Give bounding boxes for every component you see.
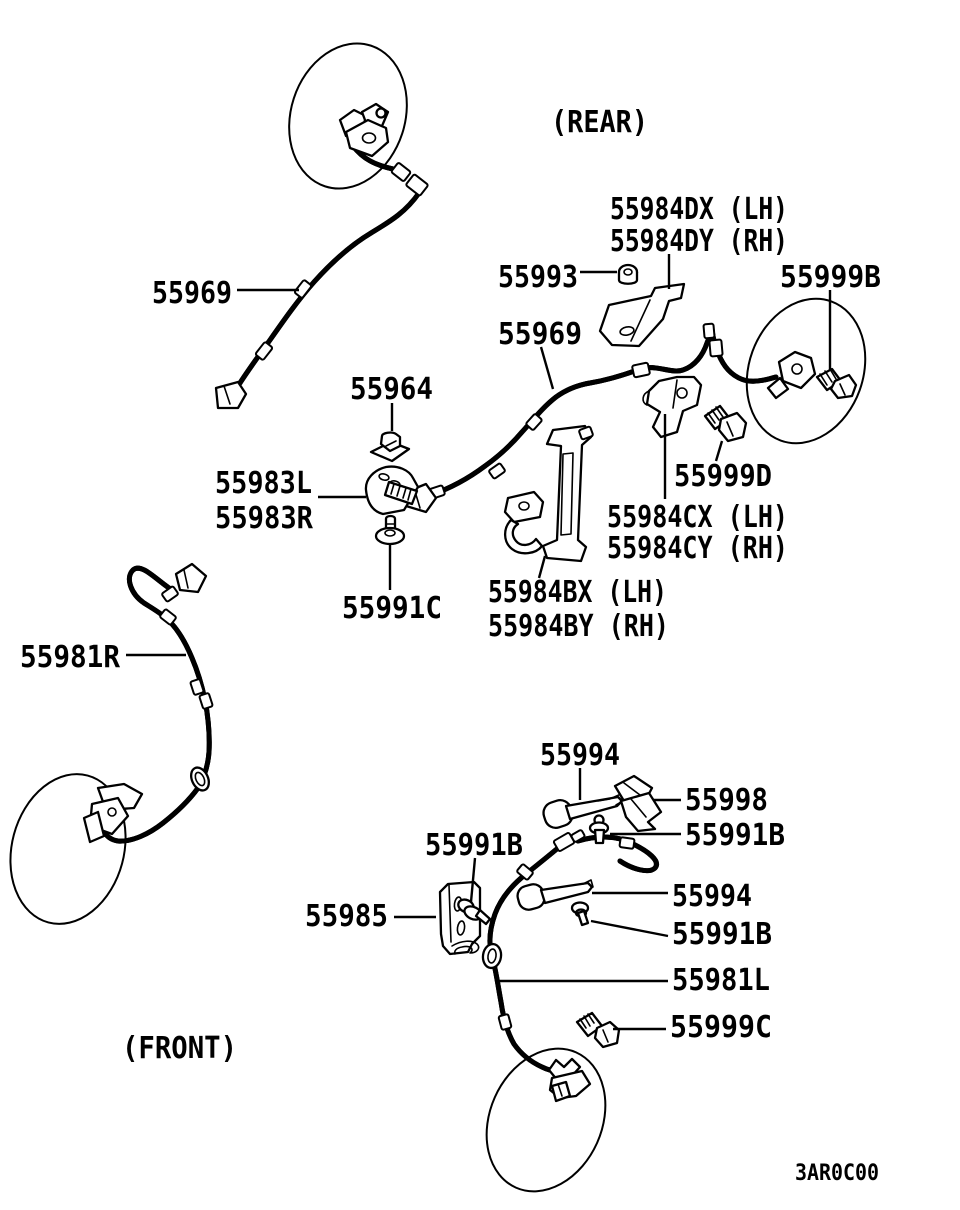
bracket-55983 bbox=[364, 465, 420, 516]
part-label-55969-rear-right: 55969 bbox=[152, 276, 232, 311]
front-left-speed-sensor-cable bbox=[490, 837, 657, 1074]
part-label-55991b-right-upper: 55991B bbox=[685, 818, 785, 853]
sensor-55998 bbox=[613, 774, 663, 833]
part-label-55964: 55964 bbox=[350, 372, 433, 407]
labels: (REAR) 55969 55984DX (LH) 55984DY (RH) 5… bbox=[20, 105, 881, 1186]
part-label-55981r: 55981R bbox=[20, 640, 121, 675]
rear-right-sensor-head bbox=[338, 102, 390, 158]
part-label-55969-rear-left: 55969 bbox=[498, 317, 582, 352]
bolt-55999c bbox=[575, 1011, 621, 1049]
part-label-55999d: 55999D bbox=[674, 459, 772, 494]
part-label-55984by: 55984BY (RH) bbox=[488, 609, 669, 644]
bracket-55984c bbox=[642, 375, 703, 439]
hub-ellipses bbox=[9, 42, 867, 1193]
rear-left-speed-sensor-cable bbox=[428, 329, 779, 498]
part-label-55984dy: 55984DY (RH) bbox=[610, 224, 788, 259]
rear-right-hub-ellipse bbox=[288, 42, 408, 190]
part-label-55993: 55993 bbox=[498, 260, 578, 295]
bolt-55999d bbox=[703, 404, 748, 443]
nut-55993 bbox=[617, 263, 639, 285]
sensor-55999b bbox=[766, 350, 858, 400]
section-title-rear: (REAR) bbox=[551, 105, 648, 140]
part-label-55991b-right-lower: 55991B bbox=[672, 917, 772, 952]
part-label-55984cx: 55984CX (LH) bbox=[607, 500, 788, 535]
clip-55964 bbox=[369, 431, 411, 463]
part-label-55994-lower: 55994 bbox=[672, 879, 752, 914]
part-label-55984bx: 55984BX (LH) bbox=[488, 575, 667, 610]
part-label-55998: 55998 bbox=[685, 783, 768, 818]
part-label-55981l: 55981L bbox=[672, 963, 770, 998]
part-label-55983r: 55983R bbox=[215, 501, 314, 536]
front-left-hub-ellipse bbox=[485, 1047, 607, 1193]
front-right-sensor-head bbox=[82, 782, 144, 844]
screw-55991c bbox=[374, 514, 406, 546]
part-label-55991c: 55991C bbox=[342, 591, 442, 626]
screw-55991b-left bbox=[457, 898, 492, 926]
rod-55994-lower bbox=[516, 879, 594, 911]
part-label-55983l: 55983L bbox=[215, 466, 312, 501]
part-label-55999c: 55999C bbox=[670, 1010, 772, 1045]
rod-55994-upper bbox=[542, 793, 624, 829]
part-label-55999b: 55999B bbox=[780, 260, 881, 295]
screw-55991b-upper bbox=[588, 814, 610, 845]
part-label-55984dx: 55984DX (LH) bbox=[610, 192, 788, 227]
bracket-55984d bbox=[598, 282, 686, 348]
front-right-cable-connector bbox=[174, 562, 208, 594]
rear-left-hub-ellipse bbox=[745, 297, 867, 445]
part-label-55991b-left: 55991B bbox=[425, 828, 523, 863]
section-title-front: (FRONT) bbox=[122, 1031, 237, 1066]
part-label-55984cy: 55984CY (RH) bbox=[607, 531, 788, 566]
part-label-55985: 55985 bbox=[305, 899, 388, 934]
screw-55991b-lower bbox=[570, 901, 590, 927]
cable-clamps bbox=[159, 162, 724, 1031]
front-right-hub-ellipse bbox=[9, 773, 127, 925]
bracket-55984b bbox=[503, 424, 594, 563]
front-left-sensor-head bbox=[547, 1057, 592, 1103]
rear-right-cable-connector bbox=[214, 380, 248, 410]
diagram-code: 3AR0C00 bbox=[795, 1161, 879, 1186]
leader-lines bbox=[126, 254, 832, 1031]
part-label-55994-upper: 55994 bbox=[540, 738, 620, 773]
